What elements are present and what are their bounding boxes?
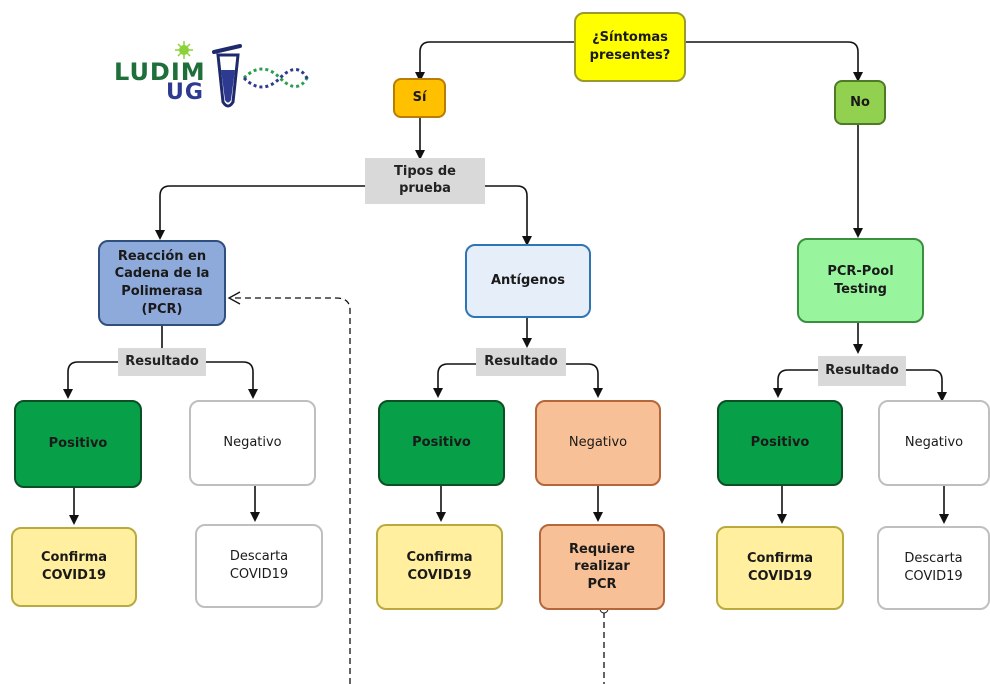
ludim-ug-logo: LUDIM UG — [112, 40, 312, 110]
pcr-descarta-covid19: Descarta COVID19 — [195, 524, 323, 608]
label-resultado-pool: Resultado — [818, 356, 906, 386]
dashed-return-to-pcr — [232, 297, 605, 684]
label-resultado-antigenos: Resultado — [476, 348, 566, 376]
antigenos-negativo: Negativo — [535, 400, 661, 486]
arrow-to-pcr — [155, 185, 368, 240]
pcr-negativo: Negativo — [189, 400, 316, 486]
antigenos-positivo: Positivo — [378, 400, 505, 486]
pcr-positivo: Positivo — [14, 400, 142, 488]
arrow-pcr-pos — [63, 361, 120, 399]
label-resultado-pcr: Resultado — [118, 348, 206, 376]
logo-text-ug: UG — [166, 80, 204, 105]
pcr-confirma-covid19: Confirma COVID19 — [11, 527, 137, 607]
antigenos-requiere-pcr: Requiere realizar PCR — [539, 524, 665, 610]
logo-graphic — [175, 41, 310, 108]
arrow-to-si — [415, 41, 575, 82]
pool-negativo: Negativo — [878, 400, 990, 486]
node-pcr: Reacción en Cadena de la Polimerasa (PCR… — [98, 240, 226, 326]
symptoms-question: ¿Síntomas presentes? — [574, 12, 686, 82]
arrow-to-no — [684, 41, 863, 82]
answer-no: No — [834, 80, 886, 125]
node-antigenos: Antígenos — [465, 244, 591, 318]
answer-si: Sí — [393, 78, 446, 118]
node-pcr-pool-testing: PCR-Pool Testing — [797, 238, 924, 323]
pool-descarta-covid19: Descarta COVID19 — [877, 526, 990, 610]
logo-text-ludim: LUDIM — [114, 58, 206, 86]
arrow-pcr-neg — [205, 361, 258, 399]
pool-confirma-covid19: Confirma COVID19 — [716, 526, 844, 610]
pool-positivo: Positivo — [717, 400, 843, 486]
antigenos-confirma-covid19: Confirma COVID19 — [376, 524, 503, 610]
arrow-to-antigenos — [485, 185, 532, 246]
label-tipos-de-prueba: Tipos de prueba — [365, 158, 485, 204]
